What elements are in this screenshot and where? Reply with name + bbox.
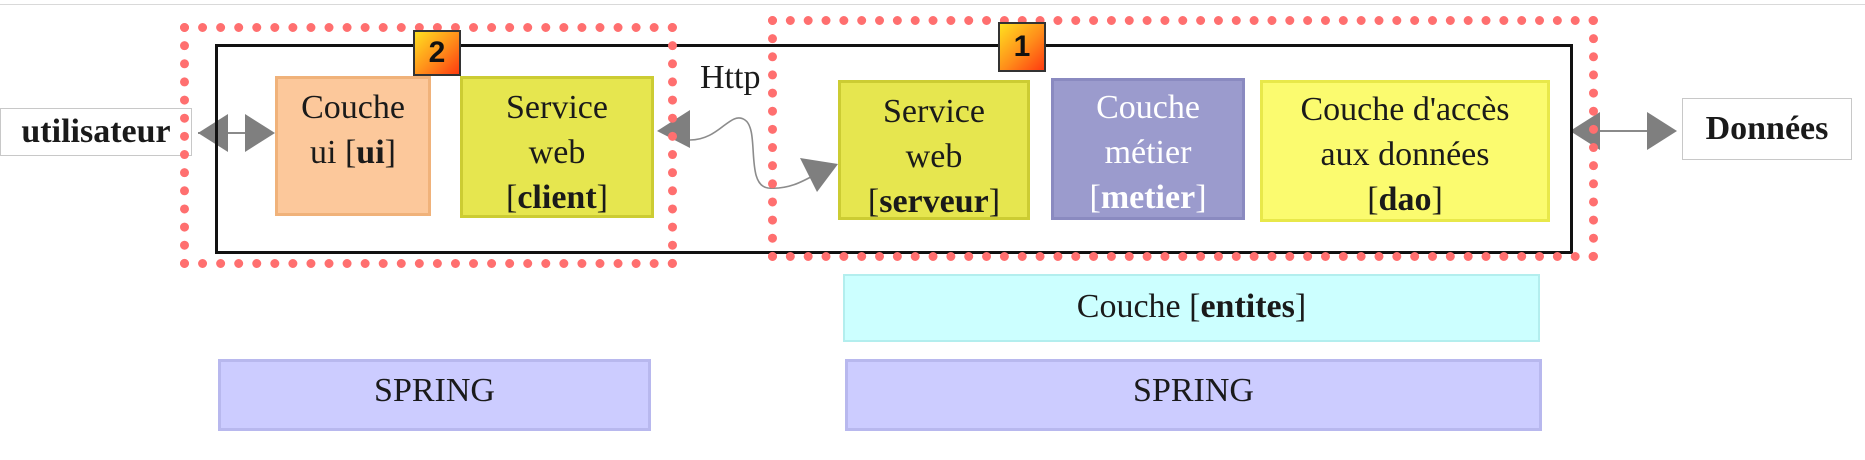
client-group-outline bbox=[180, 23, 677, 268]
user-endpoint: utilisateur bbox=[0, 108, 192, 156]
badge-client-group: 2 bbox=[413, 30, 461, 76]
user-ui-arrow bbox=[198, 114, 275, 152]
spring-client-label: SPRING bbox=[374, 372, 495, 409]
metier-line2: métier bbox=[1104, 134, 1192, 171]
dao-line3: [dao] bbox=[1367, 181, 1443, 218]
ws-server-line3: [serveur] bbox=[867, 183, 1001, 220]
top-rule bbox=[0, 4, 1865, 5]
spring-server-label: SPRING bbox=[1133, 372, 1254, 409]
spring-client-layer: SPRING bbox=[218, 359, 651, 431]
dao-layer: Couche d'accès aux données [dao] bbox=[1260, 80, 1550, 222]
ws-server-line1: Service bbox=[883, 93, 985, 130]
ws-client-line2: web bbox=[528, 134, 586, 171]
ws-client-line1: Service bbox=[506, 89, 608, 126]
dao-line2: aux données bbox=[1320, 136, 1490, 173]
http-label: Http bbox=[700, 59, 761, 96]
metier-layer: Couche métier [metier] bbox=[1051, 78, 1245, 220]
data-label: Données bbox=[1705, 110, 1829, 147]
entities-post: ] bbox=[1294, 288, 1307, 325]
user-label: utilisateur bbox=[21, 113, 171, 150]
dao-line1: Couche d'accès bbox=[1300, 91, 1510, 128]
metier-line1: Couche bbox=[1096, 89, 1200, 126]
metier-line3: [metier] bbox=[1089, 179, 1207, 216]
ws-server-layer: Service web [serveur] bbox=[838, 80, 1030, 220]
ui-layer-line2: ui [ui] bbox=[310, 134, 396, 171]
data-endpoint: Données bbox=[1682, 98, 1852, 160]
ws-client-layer: Service web [client] bbox=[460, 76, 654, 218]
ui-layer: Couche ui [ui] bbox=[275, 76, 431, 216]
ui-layer-line1: Couche bbox=[301, 89, 405, 126]
entities-bold: entites bbox=[1200, 288, 1295, 325]
spring-server-layer: SPRING bbox=[845, 359, 1542, 431]
entities-pre: Couche [ bbox=[1076, 288, 1201, 325]
ws-server-line2: web bbox=[905, 138, 963, 175]
badge-server-group: 1 bbox=[998, 22, 1046, 72]
entities-layer: Couche [entites] bbox=[843, 274, 1540, 342]
server-group-outline bbox=[768, 16, 1598, 261]
ws-client-line3: [client] bbox=[506, 179, 608, 216]
